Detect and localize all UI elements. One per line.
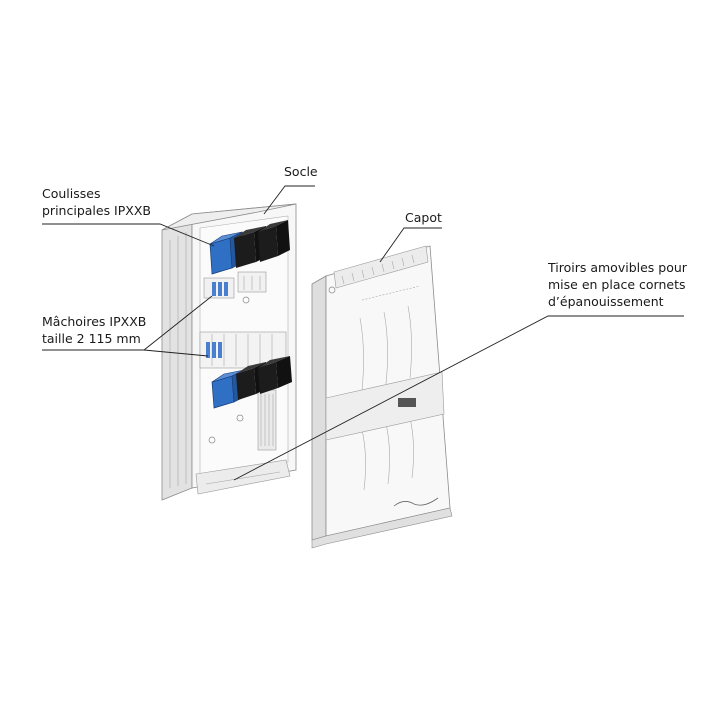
label-capot: Capot <box>405 210 442 225</box>
removable-drawer-band <box>325 371 445 441</box>
capot-cover <box>311 245 453 549</box>
black-connector-bottom-2 <box>258 356 292 394</box>
label-tiroirs-line2: mise en place cornets <box>548 277 685 292</box>
center-rail <box>257 389 277 451</box>
label-tiroirs-line3: d’épanouissement <box>548 294 664 309</box>
leader-lines <box>42 185 684 481</box>
leader-tiroirs <box>233 315 684 481</box>
label-tiroirs-line1: Tiroirs amovibles pour <box>547 260 688 275</box>
jaw-block-middle <box>199 331 287 369</box>
busbar-strips-top <box>203 271 267 299</box>
label-socle: Socle <box>284 164 318 179</box>
cover-top-vents <box>333 245 429 289</box>
cover-brand-mark <box>393 497 439 507</box>
label-coulisses-line2: principales IPXXB <box>42 203 151 218</box>
label-machoires-line1: Mâchoires IPXXB <box>42 314 146 329</box>
socle-base-housing <box>161 203 297 501</box>
lower-connector-row <box>211 356 292 409</box>
leader-coulisses <box>42 223 215 247</box>
label-machoires-line2: taille 2 115 mm <box>42 331 141 346</box>
label-coulisses-line1: Coulisses <box>42 186 100 201</box>
cover-logo-badge <box>398 398 416 407</box>
callout-labels: Socle Coulisses principales IPXXB Capot … <box>42 164 688 346</box>
leader-machoires-2 <box>143 349 209 357</box>
upper-connector-row <box>203 220 290 299</box>
leader-capot <box>379 227 442 263</box>
cover-ribs <box>359 305 414 491</box>
black-connector-top-2 <box>258 220 290 262</box>
leader-socle <box>263 185 315 215</box>
